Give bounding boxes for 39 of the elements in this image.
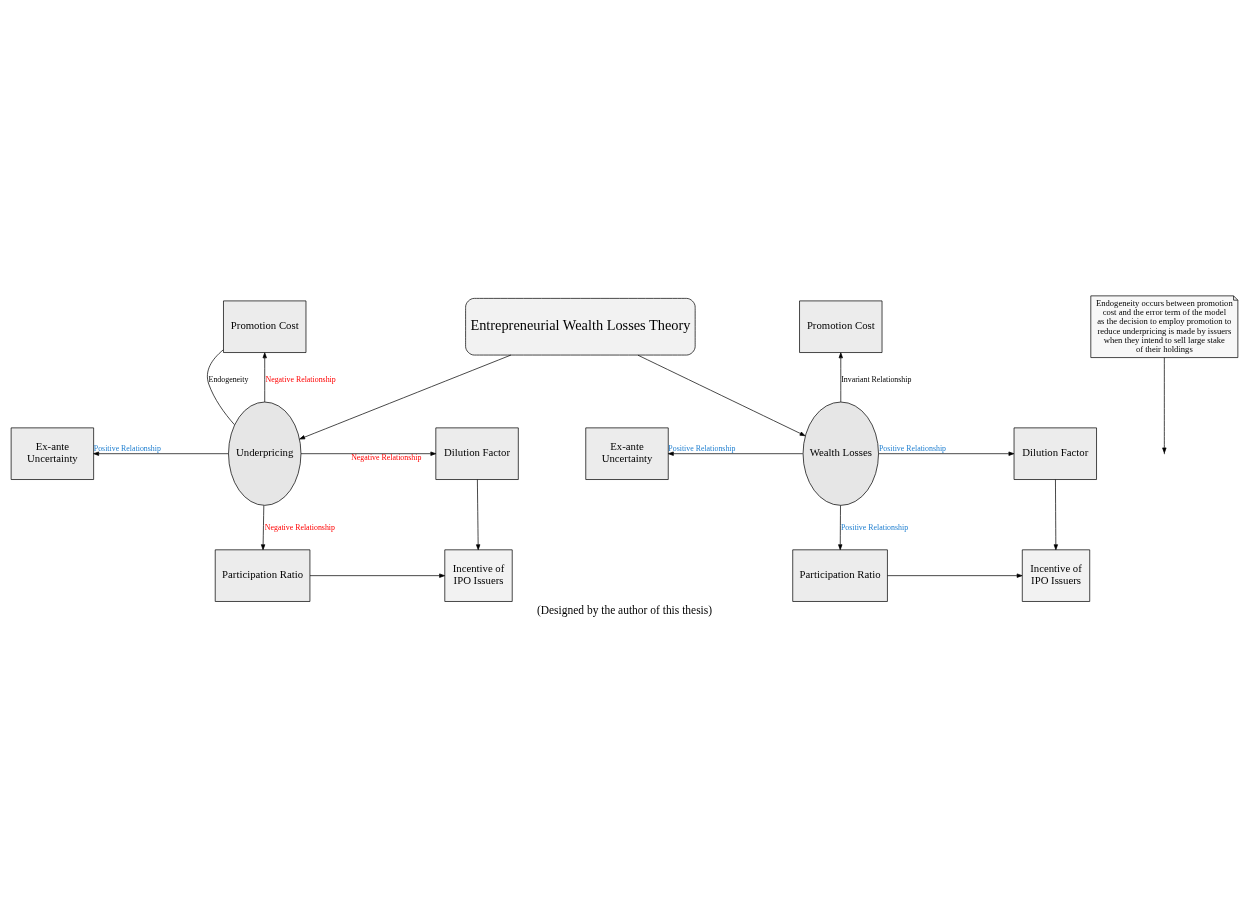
node-box: Promotion Cost [799,300,883,353]
node-box: Entrepreneurial Wealth Losses Theory [465,297,696,355]
node-box: Dilution Factor [435,427,519,480]
arrow [637,354,806,436]
node-box: Participation Ratio [214,548,311,602]
edge-label: Negative Relationship [265,374,336,384]
node-box: Ex-ante Uncertainty [585,427,669,480]
arrow [262,351,267,402]
node-box: Dilution Factor [1013,427,1097,480]
node-box: Incentive of IPO Issuers [444,548,513,602]
arrow [878,451,1015,456]
arrow [838,351,843,402]
arrow [668,451,804,456]
node-box: Promotion Cost [223,300,307,353]
arrow [1053,478,1058,550]
arrow [299,354,512,439]
arrow [300,451,437,456]
arrow [93,451,229,456]
arrow [309,573,445,578]
node-box: Participation Ratio [792,548,888,602]
edge-label: Negative Relationship [351,452,422,462]
node-box: Incentive of IPO Issuers [1021,548,1091,602]
arrow [476,478,481,550]
arrow [261,504,266,550]
arrow [1162,356,1167,453]
arrow [887,573,1023,578]
edge-label: Invariant Relationship [841,374,912,384]
node-ellipse: Underpricing [228,401,302,506]
edge-label: Positive Relationship [93,443,161,453]
edge-label: Endogeneity [208,374,249,384]
edge-label: Positive Relationship [840,522,909,532]
edge-label: Positive Relationship [668,443,736,453]
arrow [838,504,843,550]
caption: (Designed by the author of this thesis) [536,603,713,616]
edge-label: Positive Relationship [878,443,947,453]
connector [207,349,235,425]
edge-label: Negative Relationship [264,522,335,532]
node-box: Ex-ante Uncertainty [10,427,94,480]
node-ellipse: Wealth Losses [802,401,879,506]
